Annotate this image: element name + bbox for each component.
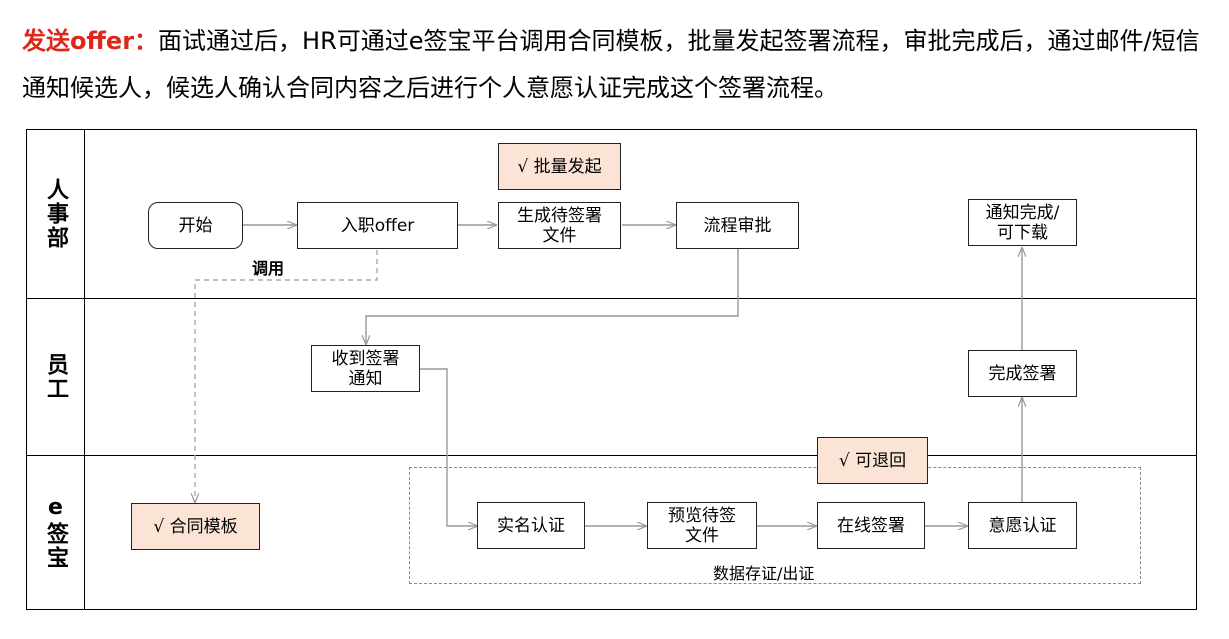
- label-invoke: 调用: [252, 259, 285, 278]
- evidence-region: [409, 467, 1141, 584]
- arrow-receive-realname: [420, 368, 477, 526]
- node-notify-done: 通知完成/ 可下载: [968, 199, 1077, 246]
- lane-label-esign-text: e签宝: [43, 495, 68, 570]
- intro-highlight: 发送offer：: [22, 27, 159, 55]
- lane-label-divider: [84, 129, 85, 610]
- node-template: √ 合同模板: [131, 503, 260, 550]
- intro-text: 面试通过后，HR可通过e签宝平台调用合同模板，批量发起签署流程，审批完成后，通过…: [22, 27, 1200, 102]
- arrow-approval-receive: [366, 249, 739, 344]
- node-preview: 预览待签 文件: [647, 502, 757, 549]
- node-start: 开始: [148, 202, 243, 249]
- lane-divider-2: [26, 455, 1197, 456]
- arrow-invoke-template: [195, 250, 378, 502]
- lane-divider-1: [26, 298, 1197, 299]
- node-will-auth: 意愿认证: [968, 502, 1077, 549]
- lane-label-hr: 人事部: [26, 129, 84, 298]
- node-realname: 实名认证: [477, 502, 585, 549]
- node-withdraw: √ 可退回: [817, 437, 928, 484]
- node-approval: 流程审批: [676, 202, 799, 249]
- intro-paragraph: 发送offer：面试通过后，HR可通过e签宝平台调用合同模板，批量发起签署流程，…: [22, 18, 1212, 112]
- node-receive: 收到签署 通知: [311, 345, 420, 392]
- swimlane-frame: [26, 129, 1197, 610]
- node-online-sign: 在线签署: [817, 502, 925, 549]
- node-batch: √ 批量发起: [498, 143, 621, 190]
- lane-label-esign: e签宝: [26, 455, 84, 610]
- lane-label-employee-text: 员工: [43, 352, 68, 401]
- node-generate: 生成待签署 文件: [498, 202, 621, 249]
- lane-label-hr-text: 人事部: [43, 177, 68, 250]
- node-offer: 入职offer: [297, 202, 458, 249]
- lane-label-employee: 员工: [26, 298, 84, 455]
- label-evidence: 数据存证/出证: [713, 564, 815, 583]
- node-complete-sign: 完成签署: [968, 350, 1077, 397]
